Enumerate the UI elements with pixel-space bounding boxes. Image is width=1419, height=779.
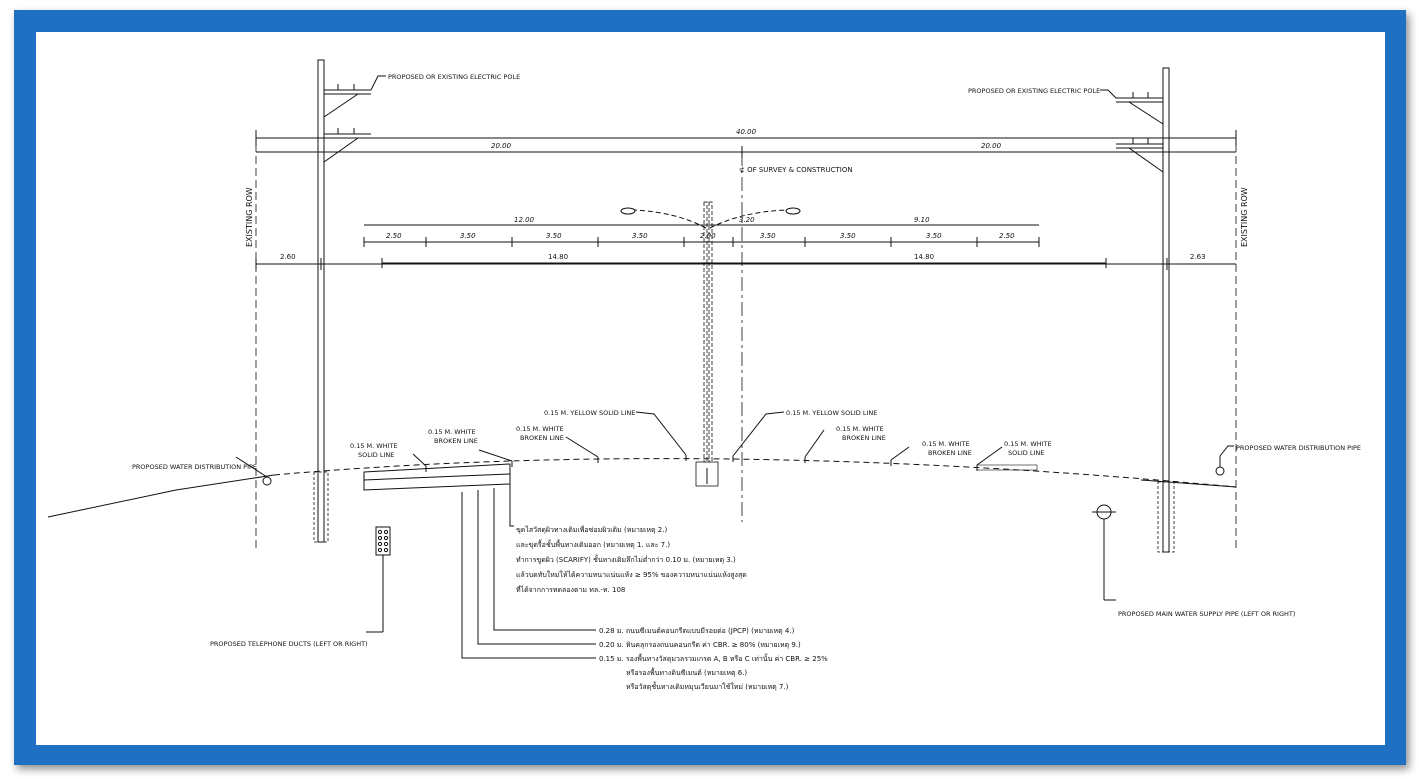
ground-left-slope <box>47 474 275 518</box>
marking-broken-1b: BROKEN LINE <box>434 437 478 445</box>
water-pipe-right <box>1215 466 1225 476</box>
lane-ticks <box>363 237 1040 247</box>
left-pavement-slab <box>363 463 511 491</box>
marking-broken-3a: 0.15 M. WHITE <box>836 425 884 433</box>
dim-half-left: 20.00 <box>491 142 512 150</box>
lane-dim-2: 3.50 <box>460 232 476 240</box>
lane-dim-4: 3.50 <box>632 232 648 240</box>
lane-dim-1: 2.50 <box>386 232 402 240</box>
lane-markings <box>425 455 1038 472</box>
dim-offset-right: 2.63 <box>1190 253 1206 261</box>
road-crown-line <box>273 458 1237 488</box>
note-4: แล้วบดทับใหม่ให้ได้ความหนาแน่นแห้ง ≥ 95%… <box>516 570 747 579</box>
label-water-left: PROPOSED WATER DISTRIBUTION PIPE <box>132 463 257 471</box>
lane-dim-3: 3.50 <box>546 232 562 240</box>
dim-half-right: 20.00 <box>981 142 1002 150</box>
layer-4: หรือรองพื้นทางดินซีเมนต์ (หมายเหตุ 6.) <box>626 666 747 677</box>
dim-median: 3.20 <box>739 216 755 224</box>
marking-broken-4a: 0.15 M. WHITE <box>922 440 970 448</box>
dim-span-right: 14.80 <box>914 253 934 261</box>
marking-broken-1a: 0.15 M. WHITE <box>428 428 476 436</box>
leader-lines <box>235 75 1234 659</box>
note-5: ที่ได้จากการทดลองตาม ทล.-ท. 108 <box>516 585 625 594</box>
marking-white-solid-right-1: 0.15 M. WHITE <box>1004 440 1052 448</box>
marking-broken-2b: BROKEN LINE <box>520 434 564 442</box>
right-electric-pole <box>1116 67 1175 553</box>
layer-5: หรือวัสดุชั้นทางเดิมหมุนเวียนมาใช้ใหม่ (… <box>626 680 789 691</box>
label-telephone: PROPOSED TELEPHONE DUCTS (LEFT OR RIGHT) <box>210 640 368 648</box>
dim-roadway-left: 12.00 <box>514 216 535 224</box>
blue-frame: EXISTING ROW EXISTING ROW 40.00 20.00 20… <box>14 10 1406 765</box>
lane-dim-6: 3.50 <box>760 232 776 240</box>
marking-broken-4b: BROKEN LINE <box>928 449 972 457</box>
marking-broken-2a: 0.15 M. WHITE <box>516 425 564 433</box>
left-electric-pole <box>313 59 371 543</box>
marking-broken-3b: BROKEN LINE <box>842 434 886 442</box>
note-3: ทำการขูดผิว (SCARIFY) ชั้นทางเดิมลึกไม่ต… <box>516 553 736 564</box>
lane-dim-5: 2.00 <box>700 232 716 240</box>
label-main-water: PROPOSED MAIN WATER SUPPLY PIPE (LEFT OR… <box>1118 610 1295 618</box>
telephone-ducts <box>366 526 391 633</box>
marking-yellow-right: 0.15 M. YELLOW SOLID LINE <box>786 409 877 417</box>
drawing-sheet: EXISTING ROW EXISTING ROW 40.00 20.00 20… <box>36 32 1385 745</box>
marking-yellow-left: 0.15 M. YELLOW SOLID LINE <box>544 409 635 417</box>
median-street-light <box>620 201 801 487</box>
centerline-label: ⊄ OF SURVEY & CONSTRUCTION <box>739 166 853 174</box>
label-pole-left: PROPOSED OR EXISTING ELECTRIC POLE <box>388 73 520 81</box>
row-label-right: EXISTING ROW <box>1240 187 1249 247</box>
label-pole-right: PROPOSED OR EXISTING ELECTRIC POLE <box>968 87 1100 95</box>
dim-roadway-right: 9.10 <box>914 216 930 224</box>
lane-dim-9: 2.50 <box>999 232 1015 240</box>
layer-3: 0.15 ม. รองพื้นทางวัสดุมวลรวมเกรด A, B ห… <box>599 652 828 663</box>
dim-total: 40.00 <box>736 128 757 136</box>
lane-dim-7: 3.50 <box>840 232 856 240</box>
cross-section-drawing: EXISTING ROW EXISTING ROW 40.00 20.00 20… <box>47 59 1361 691</box>
lane-dim-8: 3.50 <box>926 232 942 240</box>
ground-right <box>1140 479 1237 488</box>
water-pipe-left <box>262 476 272 486</box>
row-label-left: EXISTING ROW <box>245 187 254 247</box>
marking-white-solid-left-2: SOLID LINE <box>358 451 394 459</box>
dim-span-left: 14.80 <box>548 253 568 261</box>
note-1: ขุดไสวัสดุผิวทางเดิมเพื่อซ่อมผิวเดิม (หม… <box>516 525 667 534</box>
layer-2: 0.20 ม. หินคลุกรองถนนคอนกรีต ค่า CBR. ≥ … <box>599 641 801 649</box>
dim-offset-left: 2.60 <box>280 253 296 261</box>
note-2: และขุดรื้อชั้นพื้นทางเดิมออก (หมายเหตุ 1… <box>516 538 670 549</box>
layer-1: 0.28 ม. ถนนซีเมนต์คอนกรีตแบบมีรอยต่อ (JP… <box>599 627 795 635</box>
marking-white-solid-left-1: 0.15 M. WHITE <box>350 442 398 450</box>
label-water-right: PROPOSED WATER DISTRIBUTION PIPE <box>1236 444 1361 452</box>
marking-white-solid-right-2: SOLID LINE <box>1008 449 1044 457</box>
